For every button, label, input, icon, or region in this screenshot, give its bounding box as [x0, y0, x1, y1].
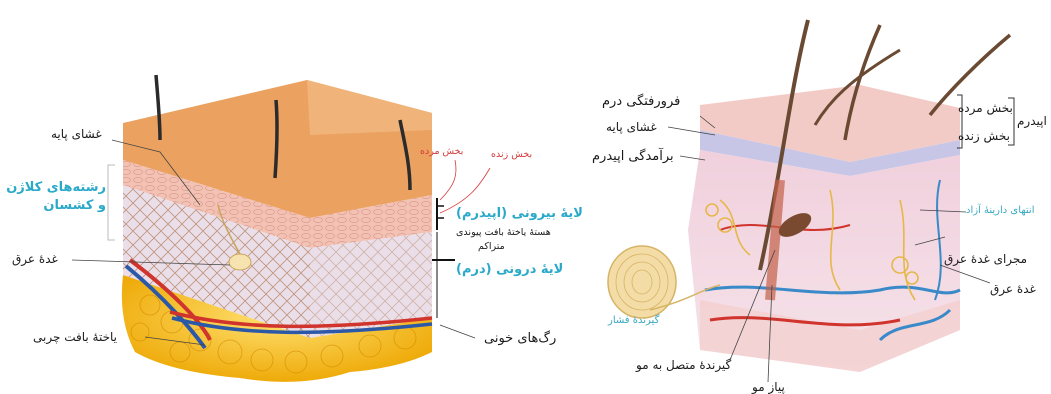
- left-label-dead-part: بخش مرده: [420, 147, 463, 157]
- left-label-basement-membrane: غشای پایه: [51, 128, 102, 140]
- left-label-fat-cells: یاختهٔ بافت چربی: [33, 331, 117, 343]
- left-label-dermis: لایهٔ درونی (درم): [456, 263, 563, 276]
- left-label-collagen-elastin-fibers: رشته‌های کلاژن و کشسان: [6, 179, 106, 214]
- left-label-sweat-gland: غدهٔ عرق: [12, 253, 58, 265]
- left-label-living-part: بخش زنده: [491, 150, 532, 160]
- right-label-hair-receptor: گیرندهٔ متصل به مو: [636, 359, 731, 371]
- right-label-epidermis: اپیدرم: [1017, 115, 1047, 127]
- right-label-epidermal-ridge: برآمدگی اپیدرم: [592, 150, 674, 163]
- right-label-dermal-invagination: فرورفتگی درم: [602, 95, 680, 108]
- right-label-dead-part: بخش مرده: [958, 102, 1013, 114]
- left-label-epidermis: لایهٔ بیرونی (اپیدرم): [456, 207, 583, 220]
- right-label-living-part: بخش زنده: [958, 130, 1010, 142]
- right-label-hair-bulb: پیاز مو: [752, 381, 785, 393]
- right-label-pressure-receptor: گیرندهٔ فشار: [608, 316, 659, 326]
- right-label-sweat-gland: غدهٔ عرق: [990, 283, 1036, 295]
- left-label-connective-nuclei-2: متراکم: [478, 242, 505, 252]
- right-label-sweat-duct: مجرای غدهٔ عرق: [944, 253, 1027, 265]
- right-label-free-nerve-endings: انتهای دارینهٔ آزاد: [966, 206, 1034, 216]
- left-label-connective-nuclei-1: هستهٔ یاختهٔ بافت پیوندی: [456, 228, 551, 238]
- left-label-blood-vessels: رگ‌های خونی: [484, 332, 556, 345]
- right-label-basement-membrane: غشای پایه: [606, 121, 657, 133]
